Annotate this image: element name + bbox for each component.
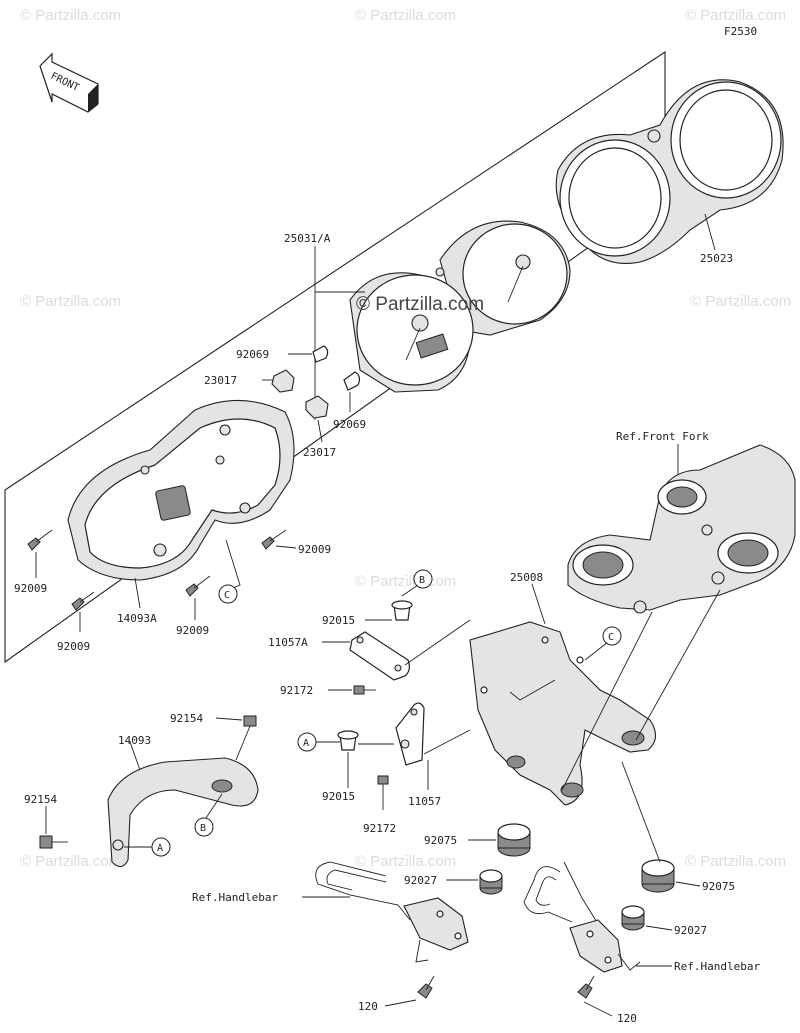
label-25023: 25023 bbox=[700, 252, 733, 265]
ref-front-fork-label: Ref.Front Fork bbox=[616, 430, 709, 443]
watermark: © Partzilla.com bbox=[355, 573, 456, 590]
plate-11057A bbox=[349, 631, 411, 681]
label-92069: 92069 bbox=[236, 348, 269, 361]
meter-cover bbox=[555, 79, 784, 264]
handlebar-clamp-right bbox=[523, 861, 641, 973]
label-92009: 92009 bbox=[57, 640, 90, 653]
cover-14093 bbox=[107, 757, 259, 868]
label-92075: 92075 bbox=[702, 880, 735, 893]
plate-11057 bbox=[395, 702, 425, 766]
callout-c bbox=[602, 626, 622, 646]
label-11057: 11057 bbox=[408, 795, 441, 808]
handlebar-clamp-left bbox=[315, 861, 469, 963]
label-23017: 23017 bbox=[303, 446, 336, 459]
screw-92009 bbox=[27, 529, 287, 611]
damper-92075 bbox=[497, 823, 675, 893]
meter-case bbox=[67, 399, 295, 581]
watermark: © Partzilla.com bbox=[20, 7, 121, 24]
label-14093: 14093 bbox=[118, 734, 151, 747]
label-92009: 92009 bbox=[14, 582, 47, 595]
collar-92027 bbox=[479, 869, 645, 931]
screw-92172 bbox=[353, 685, 389, 810]
callout-c-label: C bbox=[608, 632, 614, 643]
callout-b bbox=[413, 569, 433, 589]
meter-unit bbox=[349, 220, 571, 393]
label-23017: 23017 bbox=[204, 374, 237, 387]
ref-handlebar-label: Ref.Handlebar bbox=[192, 891, 278, 904]
bulb-socket-parts bbox=[262, 345, 361, 443]
collar-92015 bbox=[391, 600, 413, 621]
watermark: © Partzilla.com bbox=[685, 7, 786, 24]
label-92075: 92075 bbox=[424, 834, 457, 847]
label-92027: 92027 bbox=[674, 924, 707, 937]
bolt-120 bbox=[417, 975, 595, 999]
watermarks: © Partzilla.com © Partzilla.com © Partzi… bbox=[20, 7, 791, 870]
label-11057A: 11057A bbox=[268, 636, 308, 649]
label-25031A: 25031/A bbox=[284, 232, 331, 245]
label-92015: 92015 bbox=[322, 614, 355, 627]
callout-b-label: B bbox=[419, 575, 425, 586]
watermark: © Partzilla.com bbox=[685, 853, 786, 870]
watermark: © Partzilla.com bbox=[355, 853, 456, 870]
label-92009: 92009 bbox=[298, 543, 331, 556]
front-fork-bracket bbox=[567, 444, 796, 614]
callout-c bbox=[218, 584, 238, 604]
callout-b bbox=[194, 817, 214, 837]
watermark: © Partzilla.com bbox=[355, 7, 456, 24]
watermark: © Partzilla.com bbox=[690, 293, 791, 310]
label-92154: 92154 bbox=[24, 793, 57, 806]
front-arrow-icon: FRONT bbox=[39, 52, 99, 113]
callout-a-label: A bbox=[157, 843, 163, 854]
diagram-code: F2530 bbox=[724, 25, 757, 38]
label-92027: 92027 bbox=[404, 874, 437, 887]
label-92015: 92015 bbox=[322, 790, 355, 803]
label-92009: 92009 bbox=[176, 624, 209, 637]
watermark: © Partzilla.com bbox=[20, 293, 121, 310]
label-120: 120 bbox=[358, 1000, 378, 1013]
callout-b-label: B bbox=[200, 823, 206, 834]
watermark-main: © Partzilla.com bbox=[356, 294, 484, 315]
label-25008: 25008 bbox=[510, 571, 543, 584]
ref-handlebar-label: Ref.Handlebar bbox=[674, 960, 760, 973]
label-92172: 92172 bbox=[280, 684, 313, 697]
label-92154: 92154 bbox=[170, 712, 203, 725]
label-120: 120 bbox=[617, 1012, 637, 1025]
label-14093A: 14093A bbox=[117, 612, 157, 625]
callout-c-label: C bbox=[224, 590, 230, 601]
collar-92015 bbox=[337, 730, 359, 751]
label-92069: 92069 bbox=[333, 418, 366, 431]
watermark: © Partzilla.com bbox=[20, 853, 121, 870]
callout-a-label: A bbox=[303, 738, 309, 749]
meter-bracket bbox=[469, 621, 657, 806]
label-92172: 92172 bbox=[363, 822, 396, 835]
callout-a bbox=[151, 837, 171, 857]
bolt-92154 bbox=[39, 715, 257, 849]
